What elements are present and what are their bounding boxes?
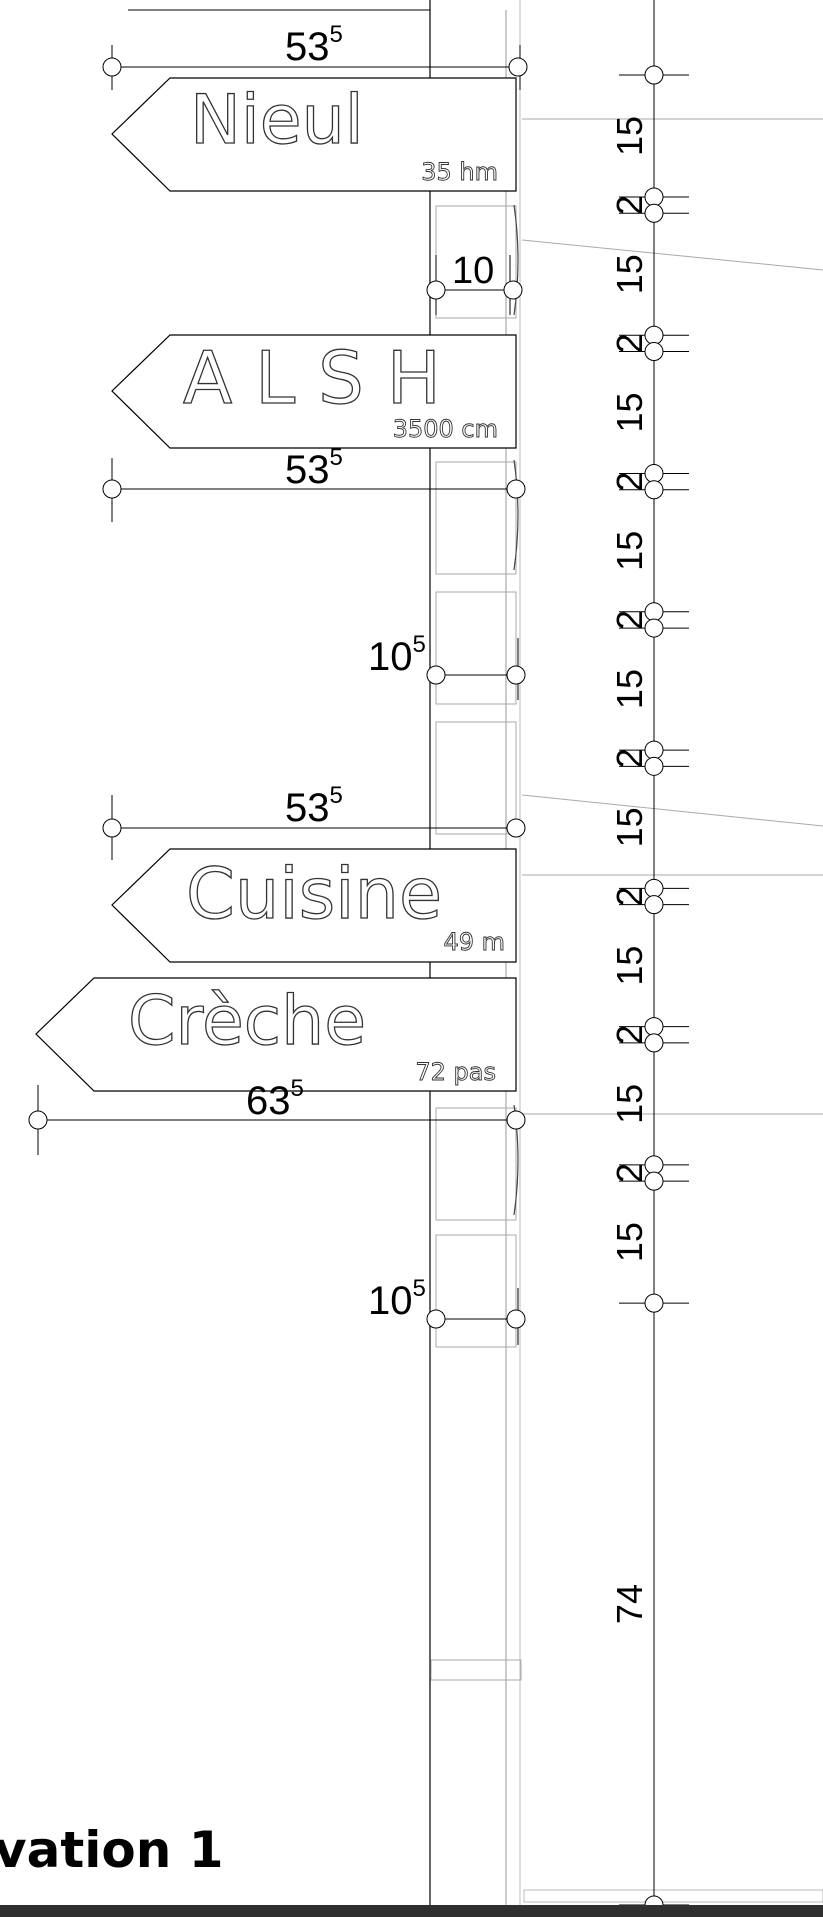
dimension-label: 535 <box>285 444 343 492</box>
dimension-node <box>644 1171 664 1191</box>
sign-nieul: Nieul 35 hm <box>111 77 517 192</box>
vertical-dimension-label: 2 <box>609 333 650 353</box>
vertical-dimension-label: 15 <box>609 254 650 294</box>
dimension-node <box>644 480 664 500</box>
vertical-dimension-label: 2 <box>609 886 650 906</box>
vertical-dimension-chain: 15 2 15 2 15 2 15 2 15 2 15 2 15 2 15 2 15 74 <box>609 0 689 1915</box>
sign-name-label: Nieul <box>190 81 364 160</box>
vertical-dimension-label: 2 <box>609 1025 650 1045</box>
sign-name-label: Crèche <box>128 982 366 1061</box>
pole-structure <box>128 0 823 1917</box>
sign-name-label: A L S H <box>183 336 441 420</box>
width-dimensions <box>28 45 528 1345</box>
dimension-label: 635 <box>246 1075 304 1123</box>
dimension-node <box>644 203 664 223</box>
vertical-dimension-label: 2 <box>609 610 650 630</box>
sign-distance-label: 49 m <box>443 928 505 956</box>
sign-distance-label: 35 hm <box>421 158 498 186</box>
sign-cuisine: Cuisine 49 m <box>111 848 517 963</box>
vertical-dimension-label: 2 <box>609 1163 650 1183</box>
vertical-dimension-label: 15 <box>609 116 650 156</box>
vertical-dimension-label: 15 <box>609 1222 650 1262</box>
vertical-dimension-label: 15 <box>609 807 650 847</box>
footer-bar <box>0 1905 823 1917</box>
dimension-node <box>644 756 664 776</box>
drawing-title: vation 1 <box>0 1821 224 1879</box>
vertical-dimension-label: 15 <box>609 669 650 709</box>
dimension-node <box>644 342 664 362</box>
dimension-node <box>644 895 664 915</box>
sign-distance-label: 3500 cm <box>393 415 498 443</box>
vertical-dimension-label: 15 <box>609 946 650 986</box>
dimension-label: 535 <box>285 21 343 69</box>
vertical-dimension-label: 15 <box>609 531 650 571</box>
dimension-node <box>644 1033 664 1053</box>
vertical-dimension-label: 15 <box>609 1084 650 1124</box>
dimension-label: 105 <box>368 631 426 679</box>
dimension-node <box>644 65 664 85</box>
vertical-dimension-label: 2 <box>609 472 650 492</box>
vertical-dimension-label: 2 <box>609 195 650 215</box>
width-dimension-labels: 535 10 535 105 535 635 105 <box>246 21 494 1323</box>
vertical-dimension-label: 2 <box>609 748 650 768</box>
sign-distance-label: 72 pas <box>415 1058 496 1086</box>
sign-panels: Nieul 35 hm A L S H 3500 cm Cuisine 49 m… <box>35 77 517 1092</box>
dimension-node <box>644 1293 664 1313</box>
sign-alsh: A L S H 3500 cm <box>111 334 517 449</box>
sign-name-label: Cuisine <box>186 853 442 935</box>
dimension-node <box>644 618 664 638</box>
dimension-label: 105 <box>368 1275 426 1323</box>
dimension-label: 535 <box>285 782 343 830</box>
vertical-dimension-label: 74 <box>609 1584 650 1624</box>
dimension-label: 10 <box>452 250 494 292</box>
sign-creche: Crèche 72 pas <box>35 977 517 1092</box>
vertical-dimension-label: 15 <box>609 393 650 433</box>
